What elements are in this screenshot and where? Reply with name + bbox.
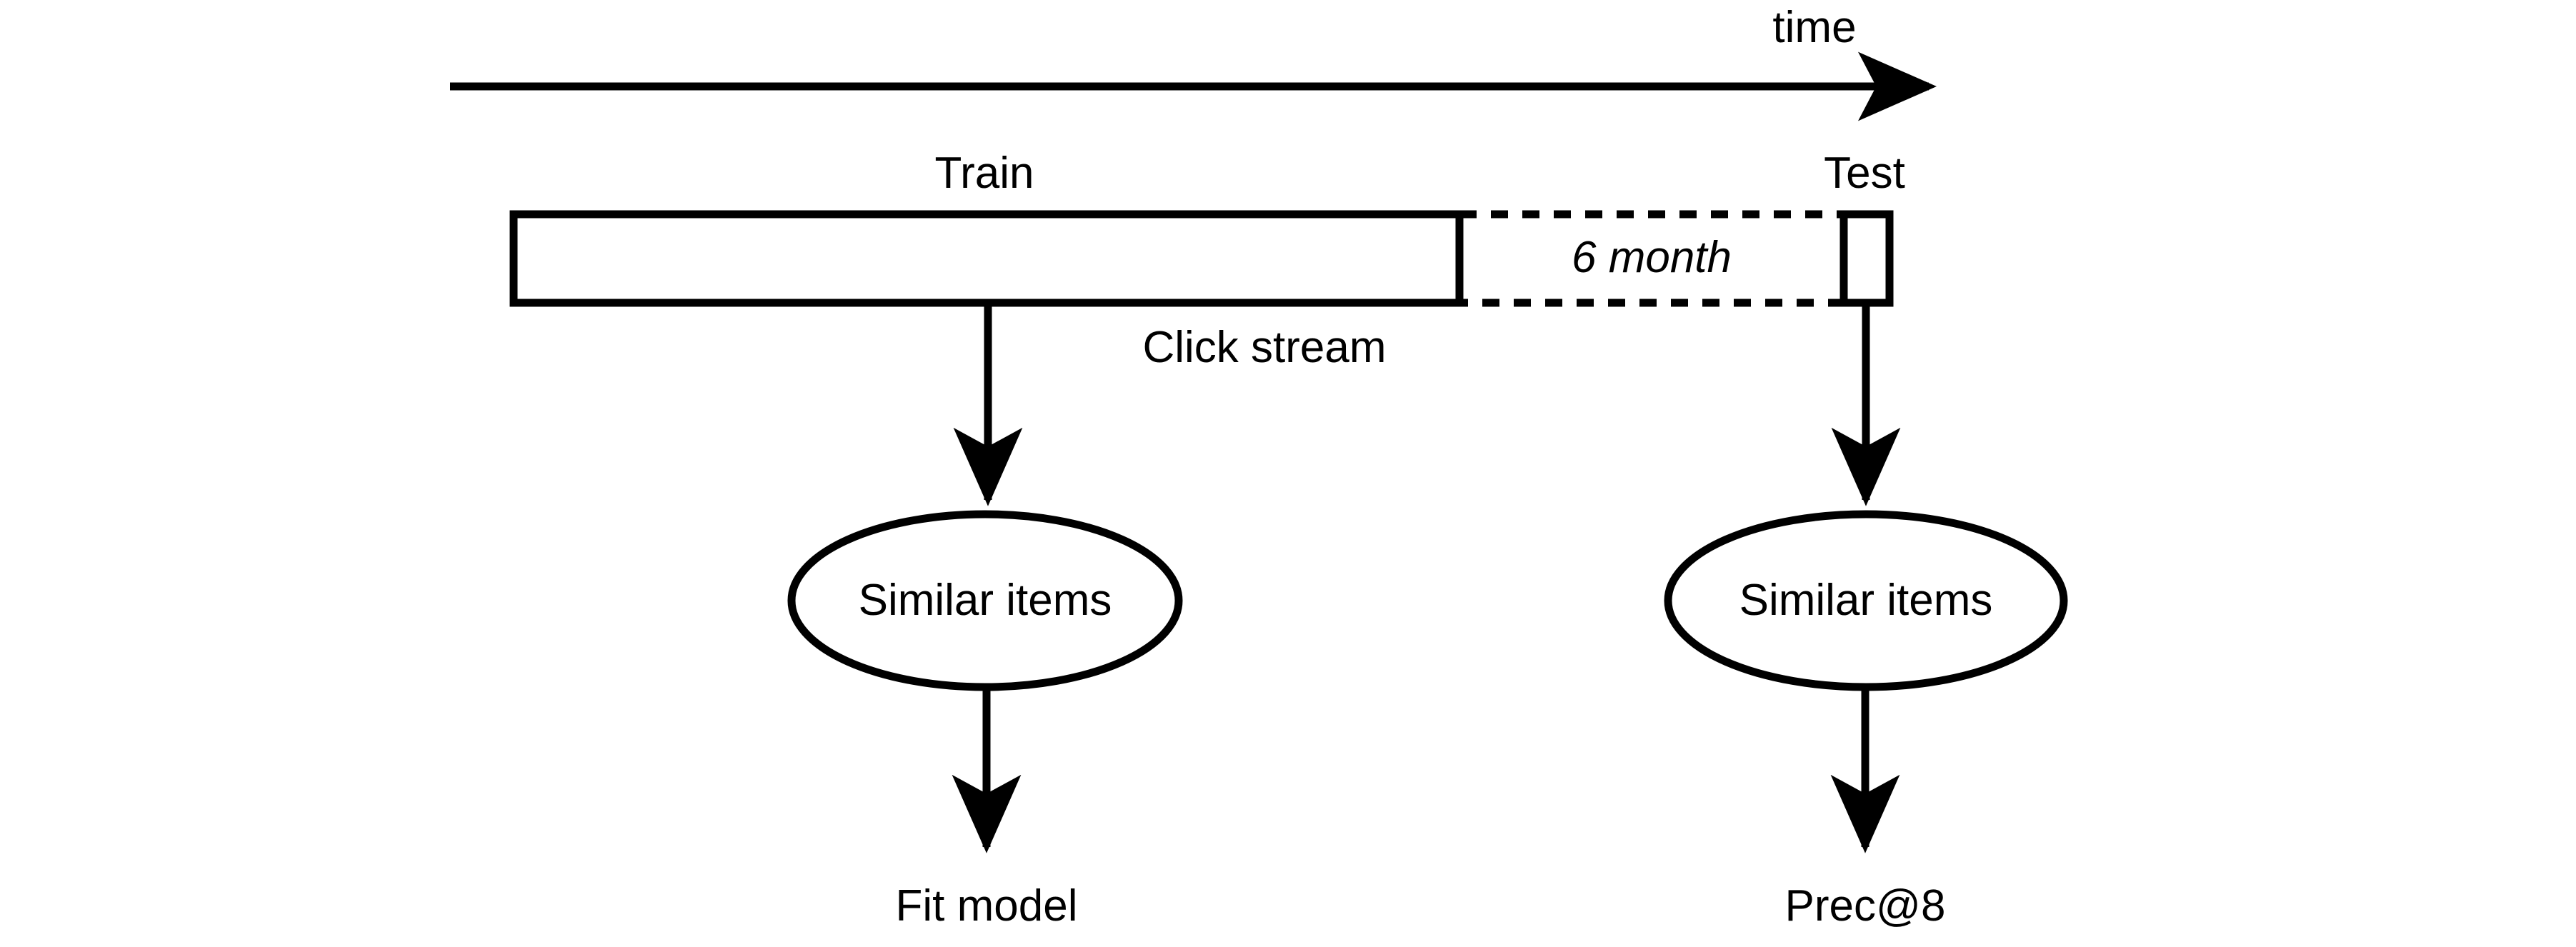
train-period-label: Train (934, 149, 1034, 198)
similar-items-train-label: Similar items (858, 576, 1112, 625)
fit-model-label: Fit model (895, 881, 1078, 931)
click-stream-label: Click stream (1142, 323, 1387, 372)
gap-duration-label: 6 month (1571, 233, 1732, 282)
time-axis-label: time (1772, 3, 1857, 52)
train-period-box (509, 210, 1464, 307)
prec-at-8-label: Prec@8 (1784, 881, 1946, 931)
test-period-box (1839, 210, 1894, 307)
similar-items-test-label: Similar items (1739, 576, 1993, 625)
gap-period-dashed-box (1455, 210, 1848, 307)
test-period-label: Test (1824, 149, 1905, 198)
